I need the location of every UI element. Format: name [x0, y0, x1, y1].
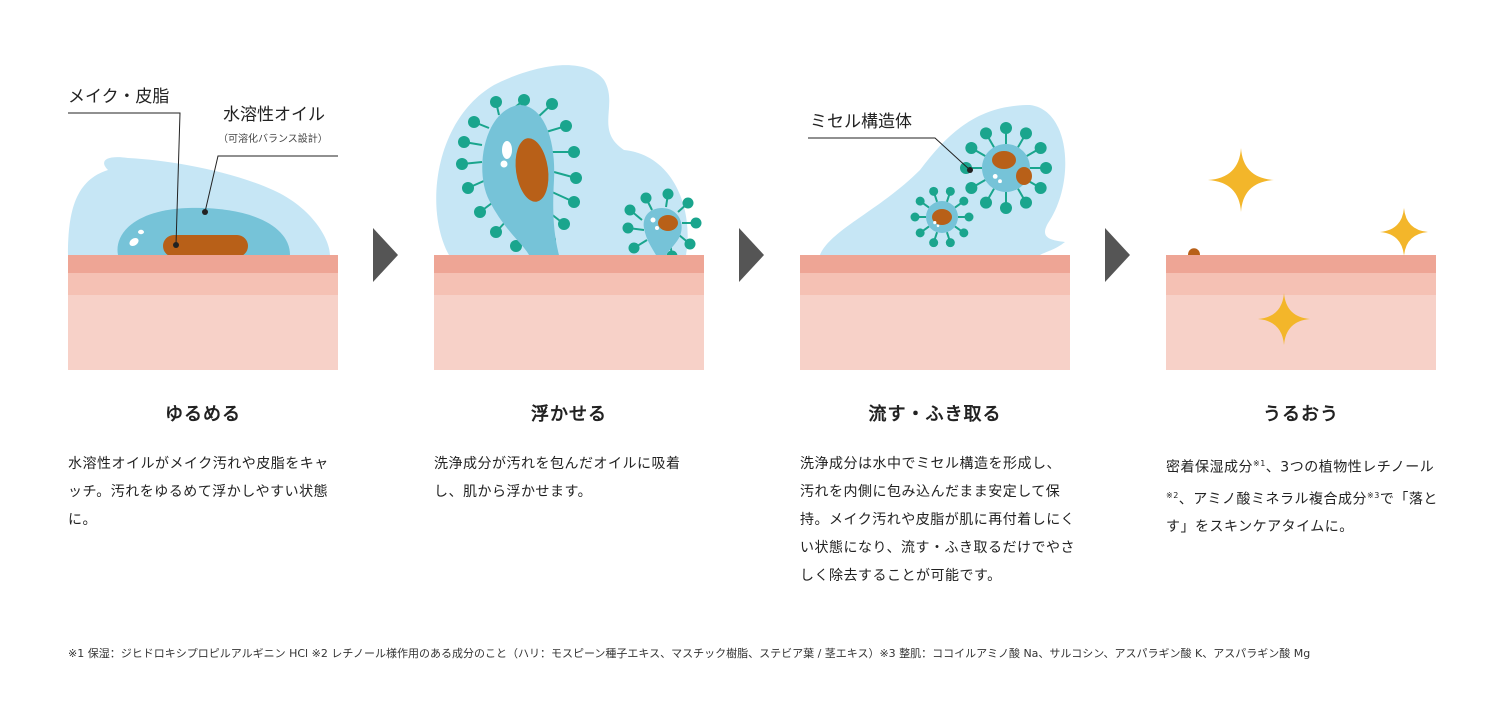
desc-text: 、アミノ酸ミネラル複合成分: [1178, 491, 1368, 508]
sparkle-icon: [1258, 293, 1310, 345]
step1-description: 水溶性オイルがメイク汚れや皮脂をキャッチ。汚れをゆるめて浮かしやすい状態に。: [68, 456, 329, 528]
next-arrow-icon: [373, 228, 398, 282]
step3-title: 流す・ふき取る: [868, 404, 1002, 425]
callout-makeup-sebum: メイク・皮脂: [68, 87, 170, 107]
micelle-structure-large: [960, 122, 1052, 214]
step3-illustration: ミセル構造体: [800, 60, 1070, 380]
next-arrow-icon: [1105, 228, 1130, 282]
desc-text: 密着保湿成分: [1166, 459, 1253, 476]
dirt-blob: [163, 235, 248, 257]
footnote: ※1 保湿：ジヒドロキシプロピルアルギニン HCl ※2 レチノール様作用のある…: [68, 647, 1311, 660]
step4-title: うるおう: [1263, 404, 1339, 425]
callout-water-oil: 水溶性オイル: [223, 105, 325, 125]
step1-illustration: メイク・皮脂 水溶性オイル （可溶化バランス設計）: [68, 60, 338, 380]
next-arrow-icon: [739, 228, 764, 282]
micelle-small: [622, 188, 702, 262]
step2-title: 浮かせる: [531, 404, 607, 425]
micelle-large: [456, 94, 582, 255]
step1-title: ゆるめる: [165, 404, 241, 425]
step3-description: 洗浄成分は水中でミセル構造を形成し、汚れを内側に包み込んだまま安定して保持。メイ…: [800, 456, 1075, 584]
step2-illustration: [434, 60, 704, 380]
footnote-ref: ※2: [1166, 490, 1179, 500]
water-stream: [820, 105, 1066, 255]
footnote-ref: ※1: [1253, 459, 1266, 468]
desc-text: で「落とす」をスキンケアタイムに。: [1166, 491, 1438, 536]
step4-illustration: [1166, 60, 1436, 380]
callout-micelle-structure: ミセル構造体: [810, 112, 912, 132]
step4-description: 密着保湿成分※1、3つの植物性レチノール ※2、アミノ酸ミネラル複合成分※3で「落…: [1166, 450, 1441, 541]
sparkle-icon: [1208, 148, 1274, 212]
desc-text: 、3つの植物性レチノール: [1265, 459, 1435, 476]
footnote-ref: ※3: [1367, 490, 1380, 500]
step2-description: 洗浄成分が汚れを包んだオイルに吸着し、肌から浮かせます。: [434, 456, 681, 500]
sparkle-icon: [1380, 208, 1428, 256]
micelle-structure-small: [910, 186, 974, 248]
callout-water-oil-sub: （可溶化バランス設計）: [218, 134, 328, 145]
